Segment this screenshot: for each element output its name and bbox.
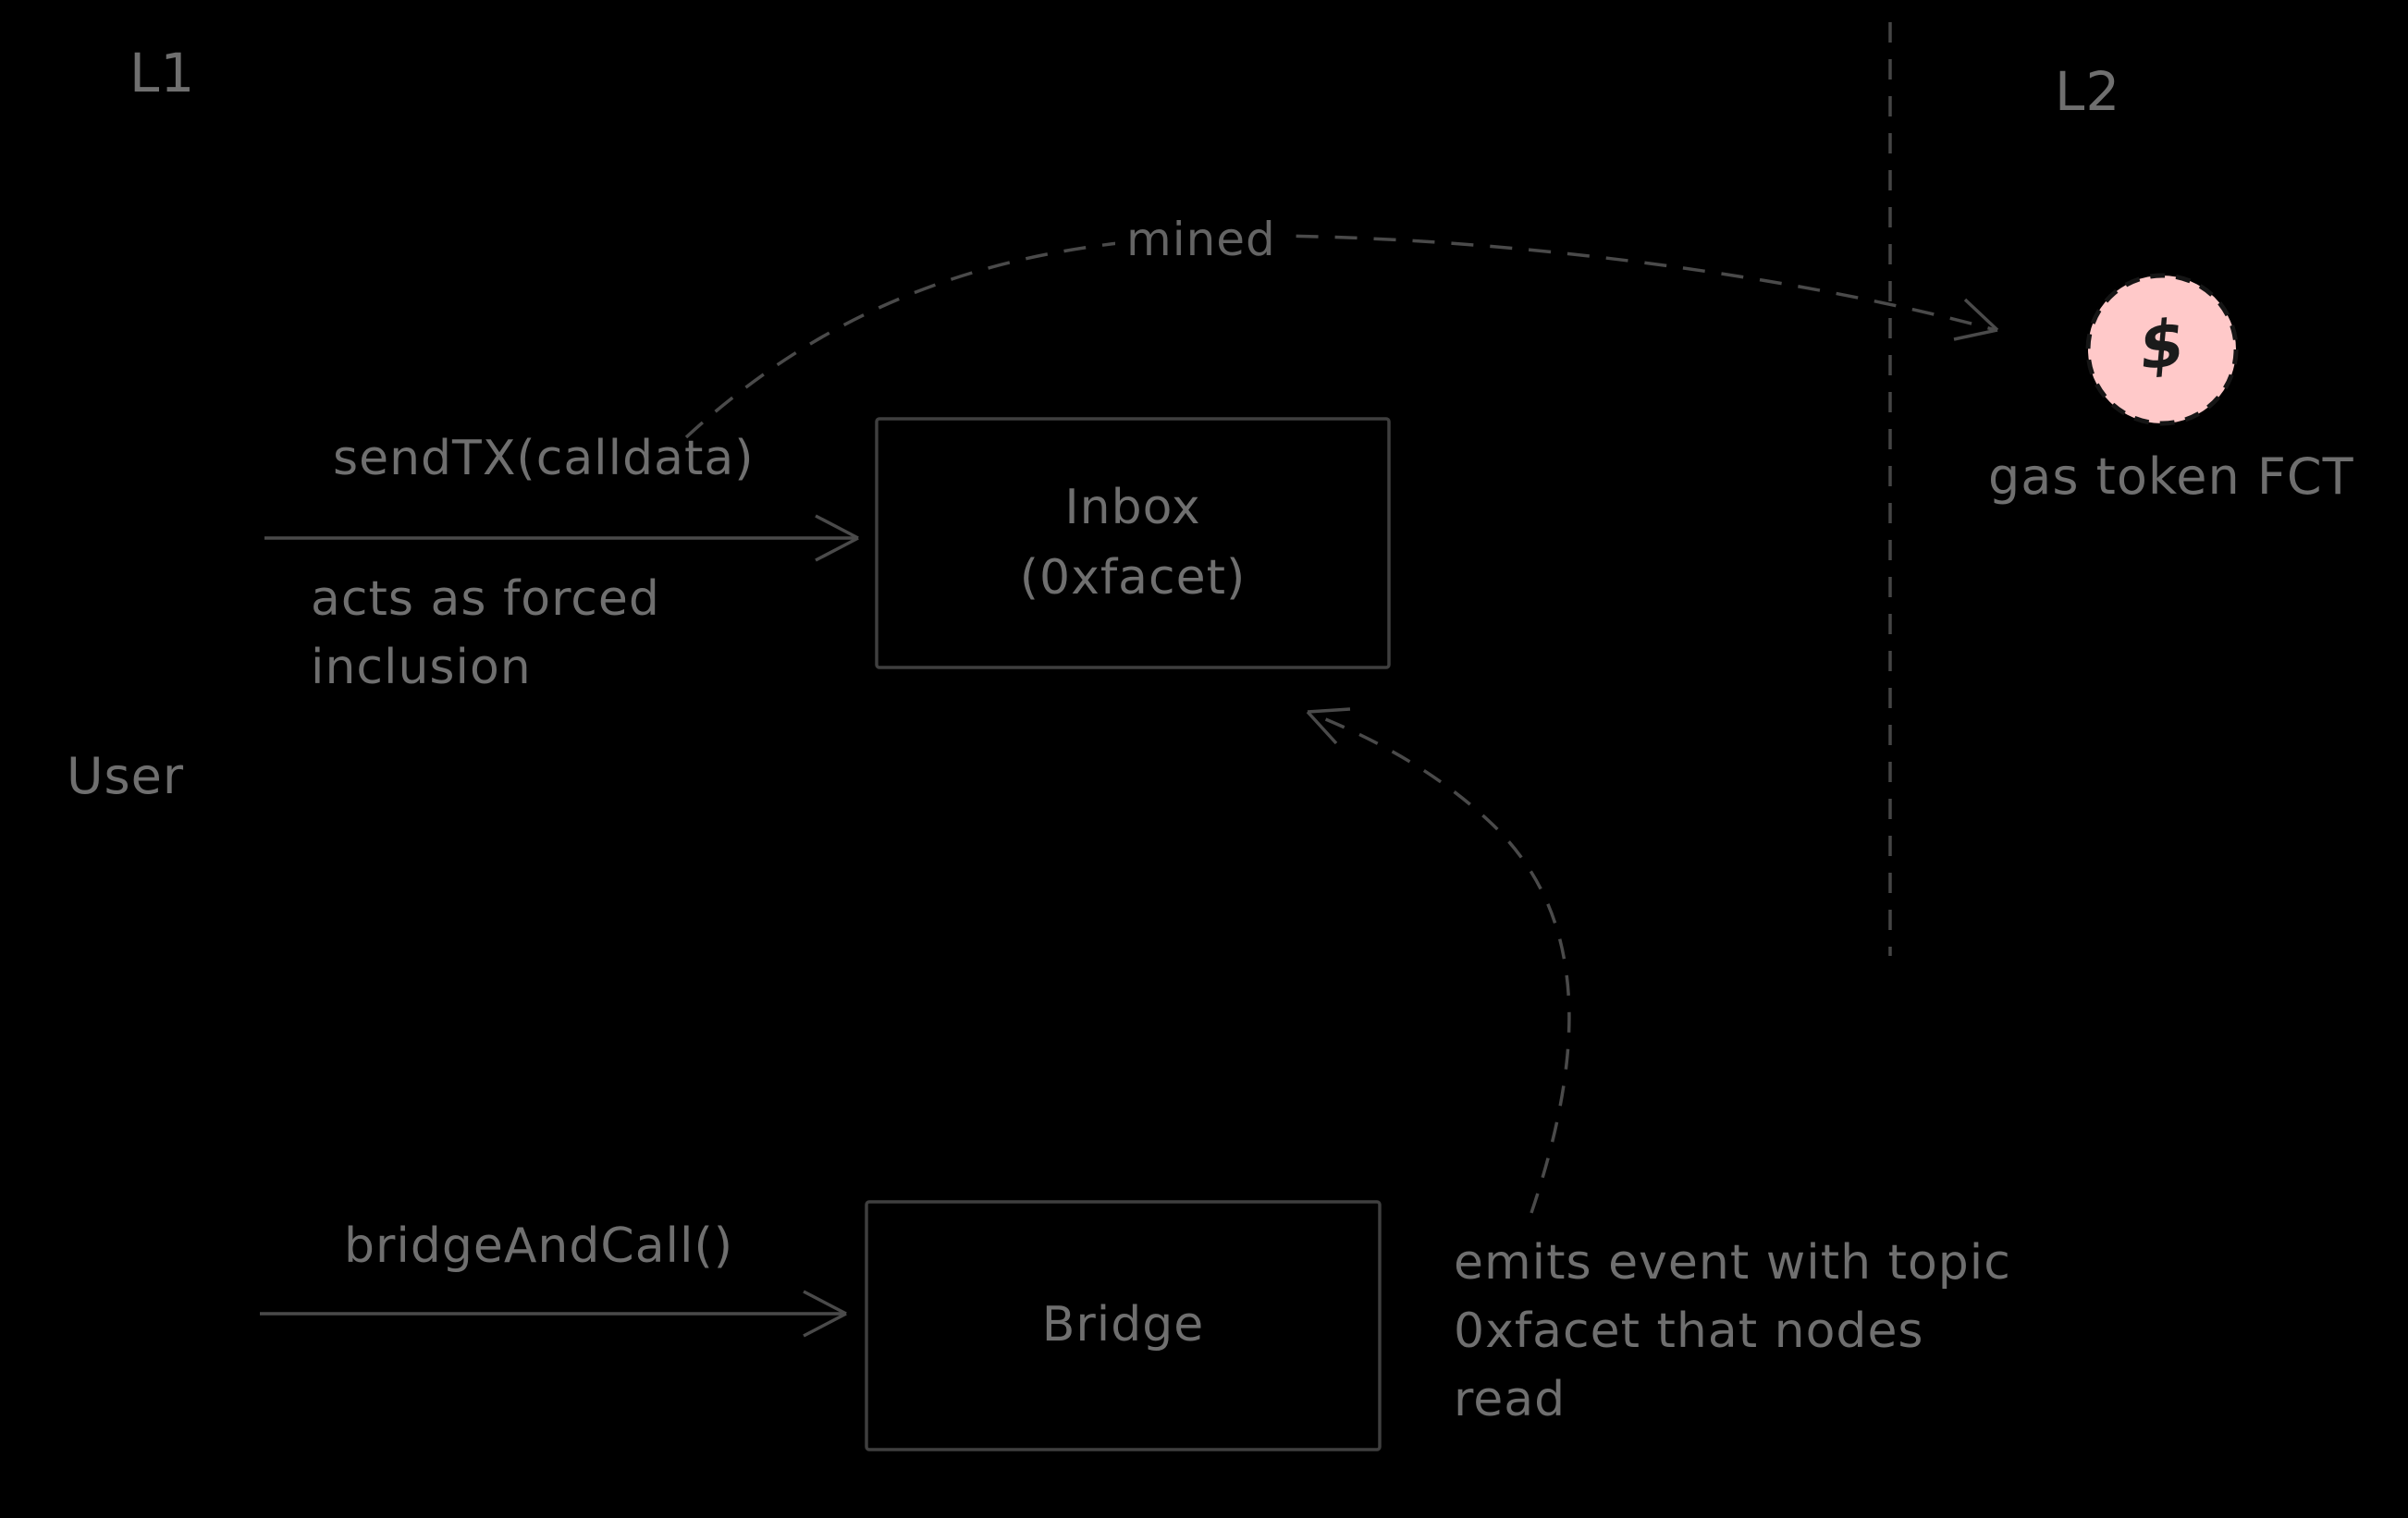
emits-event-arrowhead — [1306, 707, 1351, 745]
forced-inclusion-note: acts as forced inclusion — [311, 571, 660, 695]
mined-arrow — [684, 234, 1996, 439]
user-label: User — [67, 747, 185, 805]
bridge-label: Bridge — [1041, 1297, 1205, 1353]
inbox-label: Inbox (0xfacet) — [1019, 480, 1247, 606]
bridgeandcall-label: bridgeAndCall() — [344, 1218, 734, 1274]
gas-token-circle — [2085, 273, 2239, 426]
inbox-box-outline — [875, 417, 1391, 669]
l2-label: L2 — [2055, 60, 2121, 123]
emits-event-arrow — [1307, 710, 1571, 1214]
mined-arrowhead — [1953, 298, 1999, 341]
mined-label: mined — [1115, 207, 1287, 273]
dollar-symbol: $ — [2135, 304, 2189, 386]
bridge-box-outline — [865, 1200, 1382, 1451]
gas-token-label: gas token FCT — [1988, 447, 2354, 506]
sendtx-label: sendTX(calldata) — [333, 431, 755, 486]
emits-event-note: emits event with topic 0xfacet that node… — [1454, 1235, 2011, 1427]
bridgeandcall-arrowhead — [803, 1290, 847, 1338]
sendtx-arrowhead — [815, 514, 859, 562]
l1-label: L1 — [129, 42, 196, 104]
